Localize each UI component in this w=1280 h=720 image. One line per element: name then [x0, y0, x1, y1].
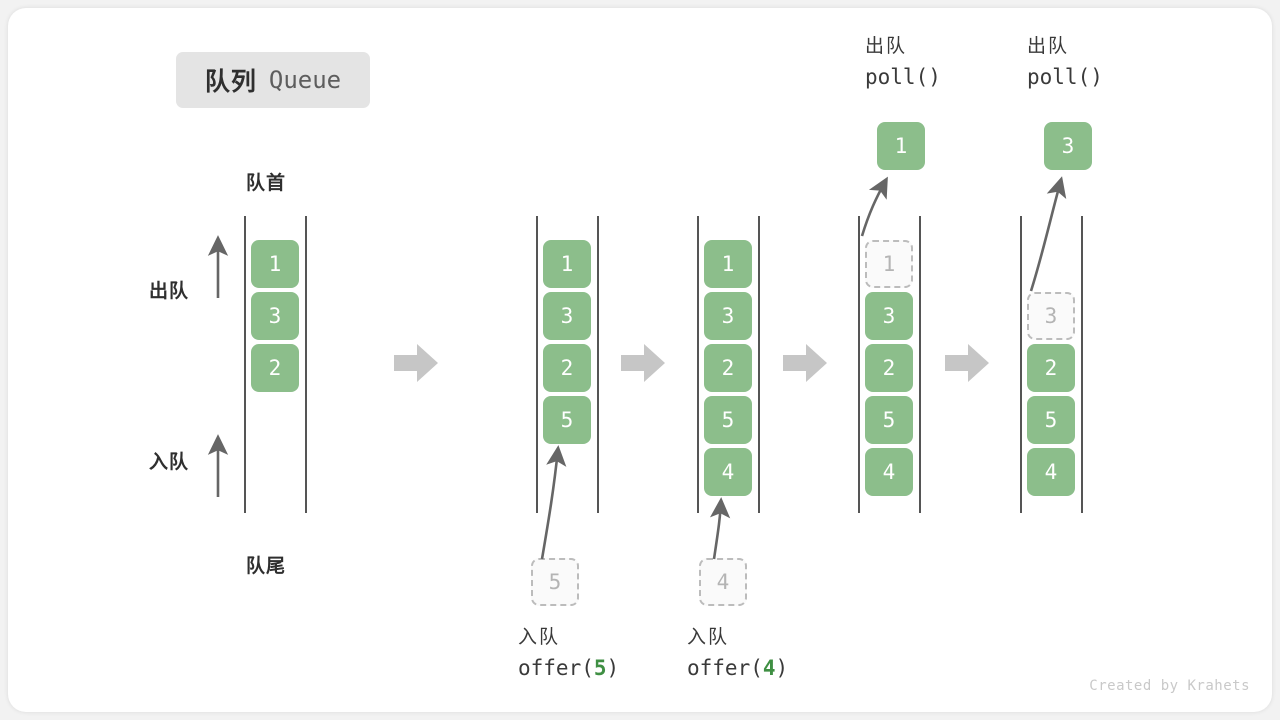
queue-head-label: 队首	[246, 173, 287, 194]
queue-cell: 5	[1027, 396, 1075, 444]
rail-right-col5	[1081, 216, 1083, 513]
enqueue-direction-label: 入队	[149, 452, 190, 473]
rail-right-col4	[919, 216, 921, 513]
queue-cell: 2	[1027, 344, 1075, 392]
queue-cell: 2	[704, 344, 752, 392]
queue-cell-new: 4	[704, 448, 752, 496]
operation-label-offer-4: 入队 offer(4)	[687, 623, 788, 683]
operation-title: 入队	[518, 627, 561, 648]
rail-left-col3	[697, 216, 699, 513]
step-arrow-icon	[394, 344, 438, 382]
step-arrow-icon	[783, 344, 827, 382]
offer-5-arrow	[540, 445, 567, 560]
rail-left-col2	[536, 216, 538, 513]
operation-call: offer(4)	[687, 656, 789, 680]
rail-left-col1	[244, 216, 246, 513]
polled-result-value: 1	[877, 122, 925, 170]
operation-call: poll()	[1027, 65, 1103, 89]
credit-text: Created by Krahets	[1089, 678, 1250, 694]
pending-enqueue-value: 4	[699, 558, 747, 606]
queue-cell: 1	[251, 240, 299, 288]
queue-cell: 2	[543, 344, 591, 392]
queue-cell: 5	[865, 396, 913, 444]
polled-result-value: 3	[1044, 122, 1092, 170]
step-arrow-icon	[945, 344, 989, 382]
diagram-card: 队列 Queue 队首 队尾 出队 入队 1 3 2 1 3 2 5 5	[8, 8, 1272, 712]
operation-label-poll-3: 出队 poll()	[1027, 32, 1103, 92]
rail-right-col2	[597, 216, 599, 513]
queue-cell: 3	[543, 292, 591, 340]
queue-cell: 1	[704, 240, 752, 288]
removed-cell-slot: 3	[1027, 292, 1075, 340]
queue-cell: 3	[704, 292, 752, 340]
queue-tail-label: 队尾	[246, 556, 287, 577]
queue-cell: 5	[704, 396, 752, 444]
diagram-title: 队列 Queue	[176, 52, 370, 108]
dequeue-direction-label: 出队	[149, 281, 190, 302]
queue-cell: 3	[251, 292, 299, 340]
queue-cell: 3	[865, 292, 913, 340]
poll-3-arrow	[1029, 176, 1067, 292]
title-english: Queue	[268, 66, 342, 94]
queue-cell: 2	[251, 344, 299, 392]
queue-cell: 4	[1027, 448, 1075, 496]
operation-call: poll()	[865, 65, 941, 89]
queue-cell-new: 5	[543, 396, 591, 444]
step-arrow-icon	[621, 344, 665, 382]
rail-left-col5	[1020, 216, 1022, 513]
queue-cell: 2	[865, 344, 913, 392]
operation-title: 入队	[687, 627, 730, 648]
removed-cell-slot: 1	[865, 240, 913, 288]
rail-right-col3	[758, 216, 760, 513]
queue-cell: 4	[865, 448, 913, 496]
operation-label-poll-1: 出队 poll()	[865, 32, 941, 92]
pending-enqueue-value: 5	[531, 558, 579, 606]
title-chinese: 队列	[204, 68, 257, 96]
operation-title: 出队	[865, 36, 908, 57]
rail-left-col4	[858, 216, 860, 513]
operation-call: offer(5)	[518, 656, 620, 680]
operation-label-offer-5: 入队 offer(5)	[518, 623, 619, 683]
rail-right-col1	[305, 216, 307, 513]
poll-1-arrow	[860, 176, 888, 237]
operation-title: 出队	[1027, 36, 1070, 57]
queue-cell: 1	[543, 240, 591, 288]
offer-4-arrow	[709, 497, 731, 560]
